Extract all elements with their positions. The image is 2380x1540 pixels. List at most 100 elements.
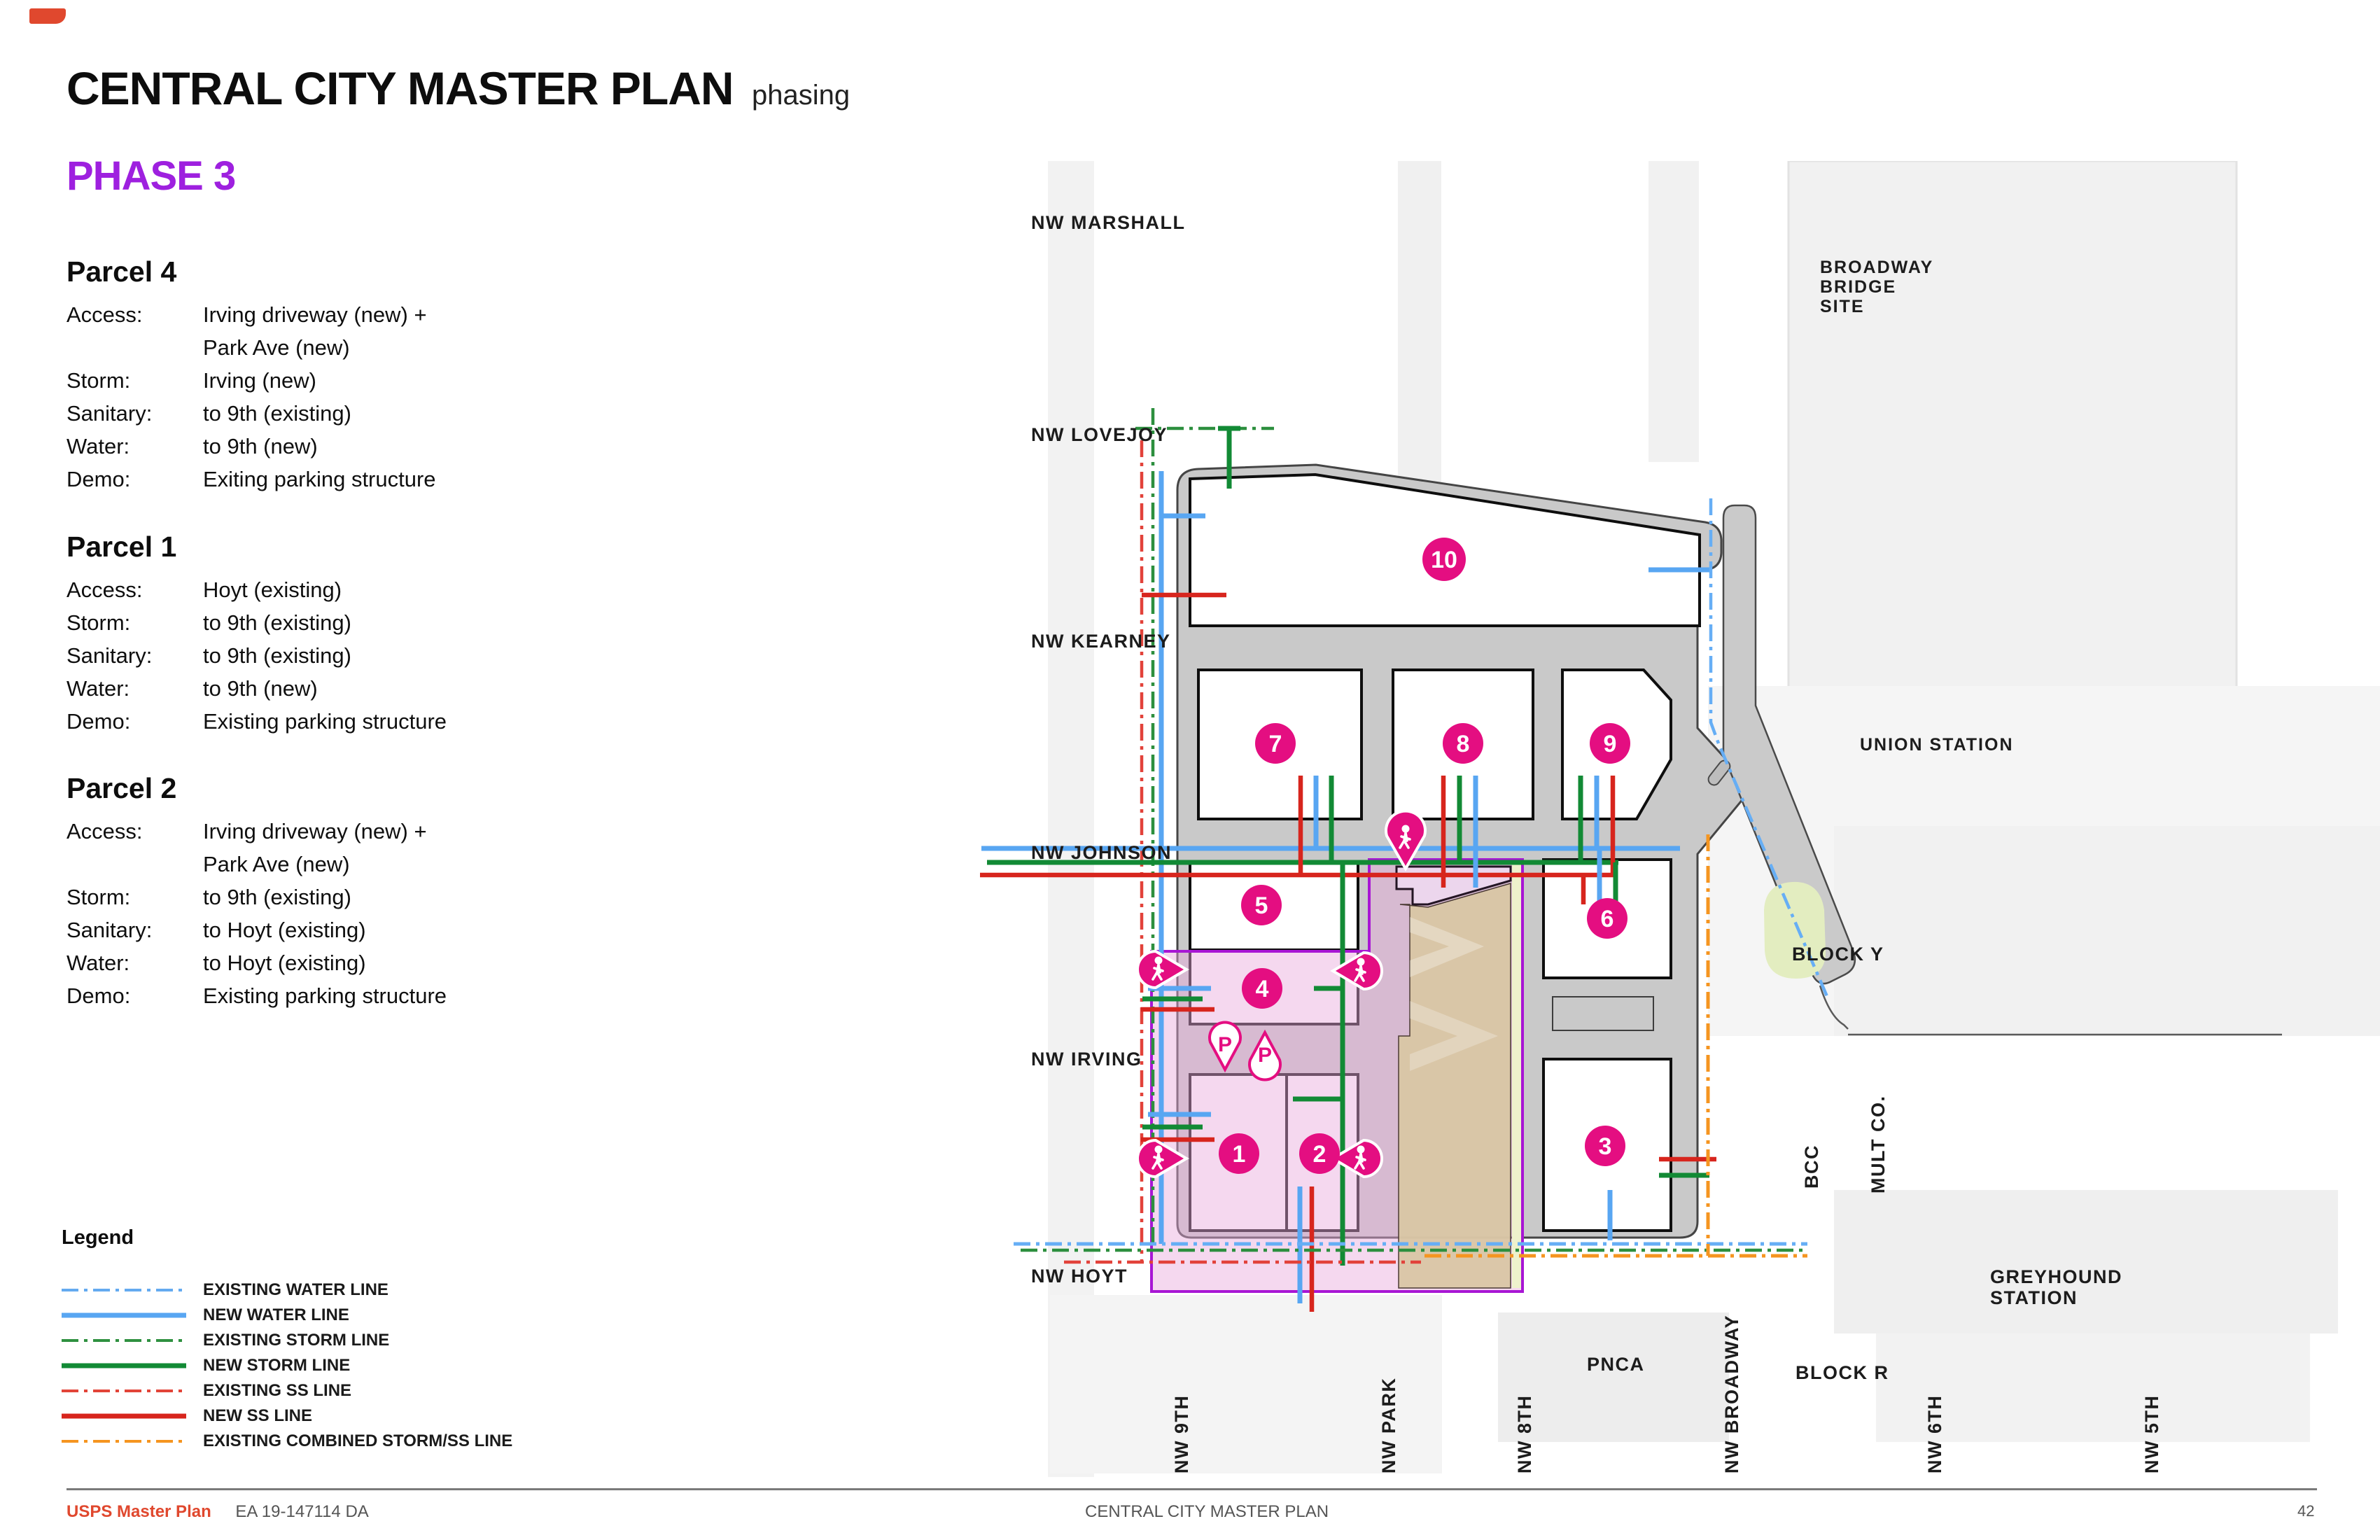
- legend-item: EXISTING SS LINE: [62, 1378, 552, 1404]
- pedestrian-access-pin: [1136, 949, 1189, 990]
- street-label-hoyt: NW HOYT: [1031, 1266, 1128, 1287]
- pedestrian-access-pin: [1385, 809, 1427, 872]
- existing-water-line-swatch: [62, 1289, 186, 1292]
- svg-text:1: 1: [1233, 1141, 1246, 1168]
- legend-item: NEW WATER LINE: [62, 1303, 552, 1328]
- parcel-4-info: Parcel 4 Access:Irving driveway (new) + …: [66, 255, 514, 496]
- parcel-row: Demo:Existing parking structure: [66, 983, 447, 1008]
- page-title: CENTRAL CITY MASTER PLAN phasing: [66, 62, 850, 115]
- street-label-park: NW PARK: [1378, 1378, 1399, 1474]
- site-plan-map: P P 10 7 8 9 5 4 6 1 2 3 NW MARSHALL NW …: [980, 161, 2380, 1477]
- page-corner-mark: [29, 8, 66, 24]
- parcel-row: Access:Irving driveway (new) +: [66, 819, 427, 844]
- legend: Legend EXISTING WATER LINE NEW WATER LIN…: [62, 1226, 552, 1454]
- parcel-badge: 1: [1219, 1133, 1259, 1174]
- street-label-8th: NW 8TH: [1514, 1395, 1535, 1474]
- street-label-6th: NW 6TH: [1924, 1395, 1945, 1474]
- block-y-label: BLOCK Y: [1792, 944, 1884, 965]
- parcel-row: Storm:Irving (new): [66, 368, 316, 393]
- footer-left: USPS Master Plan EA 19-147114 DA: [66, 1502, 369, 1522]
- parcel-row: Park Ave (new): [203, 852, 350, 876]
- street-label-lovejoy: NW LOVEJOY: [1031, 424, 1168, 445]
- page-title-sub: phasing: [752, 80, 850, 111]
- footer-brand: USPS Master Plan: [66, 1502, 211, 1521]
- parcel-heading: Parcel 1: [66, 531, 177, 563]
- parking-pin: P: [1208, 1021, 1242, 1073]
- future-building-tan: [1398, 883, 1511, 1289]
- parcel-1-info: Parcel 1 Access:Hoyt (existing) Storm:to…: [66, 531, 514, 738]
- svg-text:10: 10: [1431, 547, 1457, 573]
- pnca-label: PNCA: [1587, 1354, 1645, 1375]
- legend-item: EXISTING WATER LINE: [62, 1278, 552, 1303]
- page-title-main: CENTRAL CITY MASTER PLAN: [66, 62, 734, 114]
- parcel-badge: 10: [1422, 538, 1466, 581]
- street-label-5th: NW 5TH: [2141, 1395, 2162, 1474]
- parcel-badge: 8: [1443, 723, 1483, 764]
- legend-title: Legend: [62, 1226, 134, 1249]
- combined-storm-ss-line-swatch: [62, 1440, 186, 1443]
- street-label-kearney: NW KEARNEY: [1031, 631, 1171, 652]
- footer-page-number: 42: [2297, 1502, 2315, 1520]
- svg-text:4: 4: [1256, 976, 1269, 1002]
- parcel-row: Water:to 9th (new): [66, 434, 318, 458]
- phase-heading: PHASE 3: [66, 153, 236, 199]
- broadway-bridge-site-label: SITE: [1820, 297, 1865, 316]
- svg-text:3: 3: [1599, 1133, 1612, 1160]
- street-label-marshall: NW MARSHALL: [1031, 212, 1185, 233]
- svg-text:2: 2: [1313, 1141, 1326, 1168]
- legend-item: NEW SS LINE: [62, 1404, 552, 1429]
- footer-rule: [66, 1488, 2317, 1490]
- parking-pin: P: [1248, 1029, 1282, 1082]
- pedestrian-access-pin: [1330, 1138, 1383, 1179]
- svg-text:8: 8: [1457, 731, 1470, 757]
- road-edge-line: [1819, 985, 2282, 1036]
- tan-chevron-decoration: [1410, 1001, 1498, 1071]
- street-label-9th: NW 9TH: [1171, 1395, 1192, 1474]
- street-label-broadway: NW BROADWAY: [1721, 1315, 1742, 1474]
- footer-center: CENTRAL CITY MASTER PLAN: [1085, 1502, 1329, 1521]
- existing-storm-line-swatch: [62, 1339, 186, 1342]
- parcel-badge: 9: [1590, 723, 1630, 764]
- mult-co-label: MULT CO.: [1868, 1096, 1889, 1194]
- parcel-heading: Parcel 4: [66, 255, 177, 288]
- street-structure-outline: [1552, 996, 1654, 1031]
- broadway-bridge-site-label: BRIDGE: [1820, 277, 1896, 297]
- parcel-badge: 2: [1299, 1133, 1340, 1174]
- parcel-row: Storm:to 9th (existing): [66, 610, 351, 635]
- parcel-badge: 4: [1242, 968, 1282, 1009]
- union-station-label: UNION STATION: [1860, 735, 2014, 755]
- new-water-line-swatch: [62, 1312, 186, 1318]
- block-r-label: BLOCK R: [1795, 1362, 1889, 1383]
- existing-water-line: [1709, 498, 1830, 1000]
- parcel-row: Water:to 9th (new): [66, 676, 318, 701]
- parcel-badge: 6: [1587, 898, 1628, 939]
- pedestrian-access-pin: [1136, 1138, 1189, 1179]
- street-label-irving: NW IRVING: [1031, 1049, 1142, 1070]
- legend-item: NEW STORM LINE: [62, 1353, 552, 1378]
- existing-ss-line-swatch: [62, 1390, 186, 1392]
- parcel-badge: 5: [1241, 885, 1282, 925]
- parcel-row: Demo:Existing parking structure: [66, 709, 447, 734]
- cross-street-labels: NW 9TH NW PARK NW 8TH NW BROADWAY NW 6TH…: [1171, 1315, 2162, 1474]
- parcel-badge: 7: [1255, 723, 1296, 764]
- svg-text:7: 7: [1269, 731, 1282, 757]
- parcel-heading: Parcel 2: [66, 772, 177, 804]
- parcel-row: Park Ave (new): [203, 335, 350, 360]
- new-storm-line-swatch: [62, 1363, 186, 1368]
- parcel-row: Access:Hoyt (existing): [66, 578, 342, 602]
- tan-chevron-decoration: [1410, 917, 1484, 977]
- bcc-label: BCC: [1801, 1144, 1822, 1189]
- street-label-johnson: NW JOHNSON: [1031, 842, 1172, 863]
- broadway-bridge-site-label: BROADWAY: [1820, 258, 1933, 277]
- parcel-badge: 3: [1585, 1126, 1625, 1166]
- place-labels: BROADWAY BRIDGE SITE UNION STATION BLOCK…: [1587, 258, 2122, 1383]
- parcel-row: Water:to Hoyt (existing): [66, 951, 366, 975]
- parcel-row: Sanitary:to 9th (existing): [66, 401, 351, 426]
- parcel-2-info: Parcel 2 Access:Irving driveway (new) + …: [66, 772, 514, 1012]
- svg-text:6: 6: [1601, 906, 1614, 932]
- greyhound-station-label: GREYHOUND: [1990, 1266, 2122, 1287]
- parcel-badges: 10 7 8 9 5 4 6 1 2 3: [1219, 538, 1630, 1174]
- svg-text:5: 5: [1255, 892, 1268, 919]
- parcel-row: Sanitary:to 9th (existing): [66, 643, 351, 668]
- parking-pin-label: P: [1258, 1044, 1272, 1067]
